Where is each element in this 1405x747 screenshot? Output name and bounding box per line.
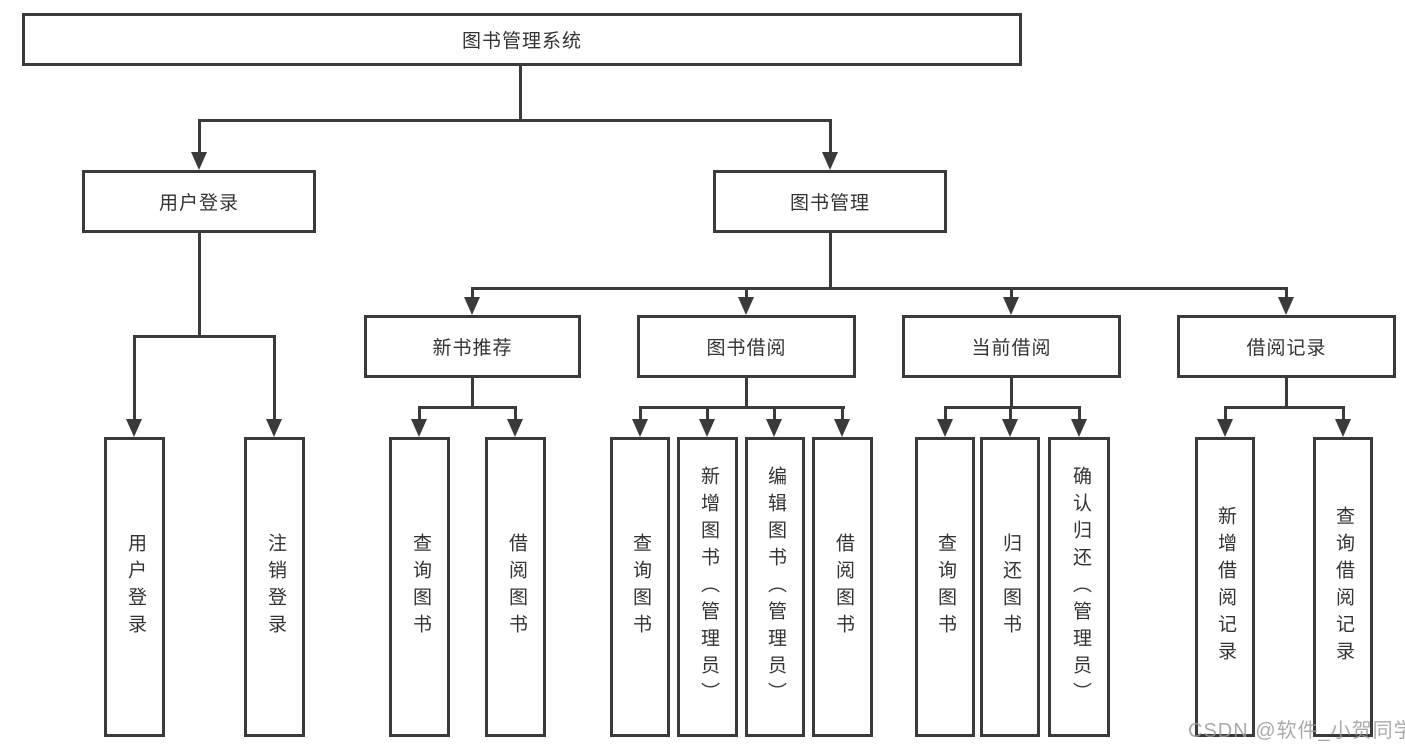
arrowhead (411, 419, 427, 437)
connector-vline (1285, 287, 1288, 300)
arrowhead (1002, 419, 1018, 437)
node-leaf-add-book: 新增图书（管理员） (677, 437, 738, 737)
arrowhead (507, 419, 523, 437)
arrowhead (766, 419, 782, 437)
connector-hline (944, 406, 1081, 409)
connector-hline (1224, 406, 1345, 409)
connector-vline (639, 406, 642, 422)
arrowhead (1003, 297, 1019, 315)
connector-vline (1078, 406, 1081, 422)
connector-vline (514, 406, 517, 422)
node-book-management: 图书管理 (713, 170, 947, 233)
node-leaf-query-book-3: 查询图书 (915, 437, 975, 737)
connector-hline (639, 406, 845, 409)
node-new-book-recommend: 新书推荐 (364, 315, 581, 378)
connector-vline (944, 406, 947, 422)
connector-vline (1010, 378, 1013, 409)
arrowhead (1071, 419, 1087, 437)
arrowhead (191, 152, 207, 170)
node-leaf-query-record: 查询借阅记录 (1313, 437, 1373, 737)
node-borrow-record: 借阅记录 (1177, 315, 1396, 378)
connector-hline (418, 406, 517, 409)
connector-hline (198, 119, 832, 122)
connector-vline (1010, 287, 1013, 300)
connector-vline (273, 335, 276, 422)
node-root: 图书管理系统 (22, 13, 1022, 66)
arrowhead (1335, 419, 1351, 437)
node-leaf-query-book-2: 查询图书 (610, 437, 670, 737)
arrowhead (1217, 419, 1233, 437)
connector-vline (418, 406, 421, 422)
arrowhead (937, 419, 953, 437)
arrowhead (822, 152, 838, 170)
node-leaf-user-login: 用户登录 (104, 437, 165, 737)
connector-vline (198, 233, 201, 338)
connector-vline (1342, 406, 1345, 422)
connector-vline (773, 406, 776, 422)
node-leaf-borrow-book-1: 借阅图书 (485, 437, 546, 737)
connector-vline (829, 233, 832, 290)
connector-vline (829, 119, 832, 154)
arrowhead (834, 419, 850, 437)
connector-vline (745, 287, 748, 300)
connector-vline (1009, 406, 1012, 422)
node-leaf-add-record: 新增借阅记录 (1195, 437, 1255, 737)
arrowhead (126, 419, 142, 437)
connector-vline (745, 378, 748, 409)
connector-vline (133, 335, 136, 422)
node-leaf-return-book: 归还图书 (980, 437, 1040, 737)
connector-vline (1224, 406, 1227, 422)
watermark: CSDN @软件_小贺同学 (1188, 720, 1405, 742)
node-book-borrow: 图书借阅 (637, 315, 856, 378)
connector-vline (841, 406, 844, 422)
arrowhead (1278, 297, 1294, 315)
arrowhead (738, 297, 754, 315)
connector-vline (706, 406, 709, 422)
arrowhead (632, 419, 648, 437)
node-leaf-borrow-book-2: 借阅图书 (812, 437, 873, 737)
node-user-login: 用户登录 (82, 170, 316, 233)
connector-vline (1285, 378, 1288, 409)
arrowhead (699, 419, 715, 437)
arrowhead (266, 419, 282, 437)
connector-hline (133, 335, 276, 338)
arrowhead (464, 297, 480, 315)
node-leaf-confirm-return: 确认归还（管理员） (1048, 437, 1110, 737)
node-leaf-edit-book: 编辑图书（管理员） (745, 437, 805, 737)
connector-vline (471, 287, 474, 300)
connector-hline (471, 287, 1288, 290)
node-leaf-logout: 注销登录 (244, 437, 305, 737)
connector-vline (519, 66, 522, 122)
node-current-borrow: 当前借阅 (902, 315, 1121, 378)
connector-vline (471, 378, 474, 409)
node-leaf-query-book-1: 查询图书 (389, 437, 450, 737)
connector-vline (198, 119, 201, 154)
